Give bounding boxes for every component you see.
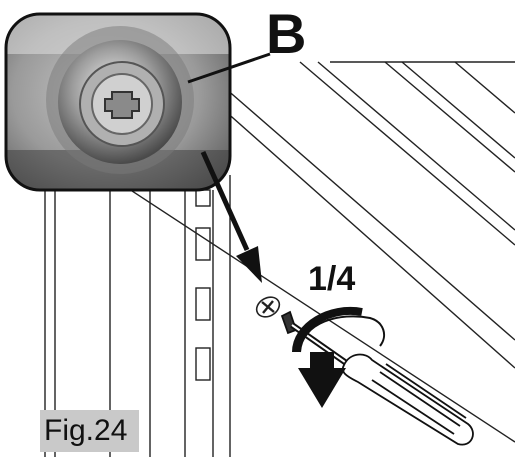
figure-label: Fig.24 — [40, 410, 139, 452]
rotation-arrow-icon — [292, 306, 386, 408]
screwdriver-icon — [280, 310, 474, 446]
phillips-cross — [104, 91, 140, 119]
rotation-amount-label: 1/4 — [308, 260, 356, 298]
callout-letter-b: B — [266, 2, 307, 65]
detail-photo-inset — [4, 12, 232, 192]
screw-icon — [255, 296, 281, 318]
cabinet-line-art — [44, 61, 515, 457]
pointer-arrow-icon — [200, 150, 262, 283]
callout-leader-line — [187, 52, 271, 84]
